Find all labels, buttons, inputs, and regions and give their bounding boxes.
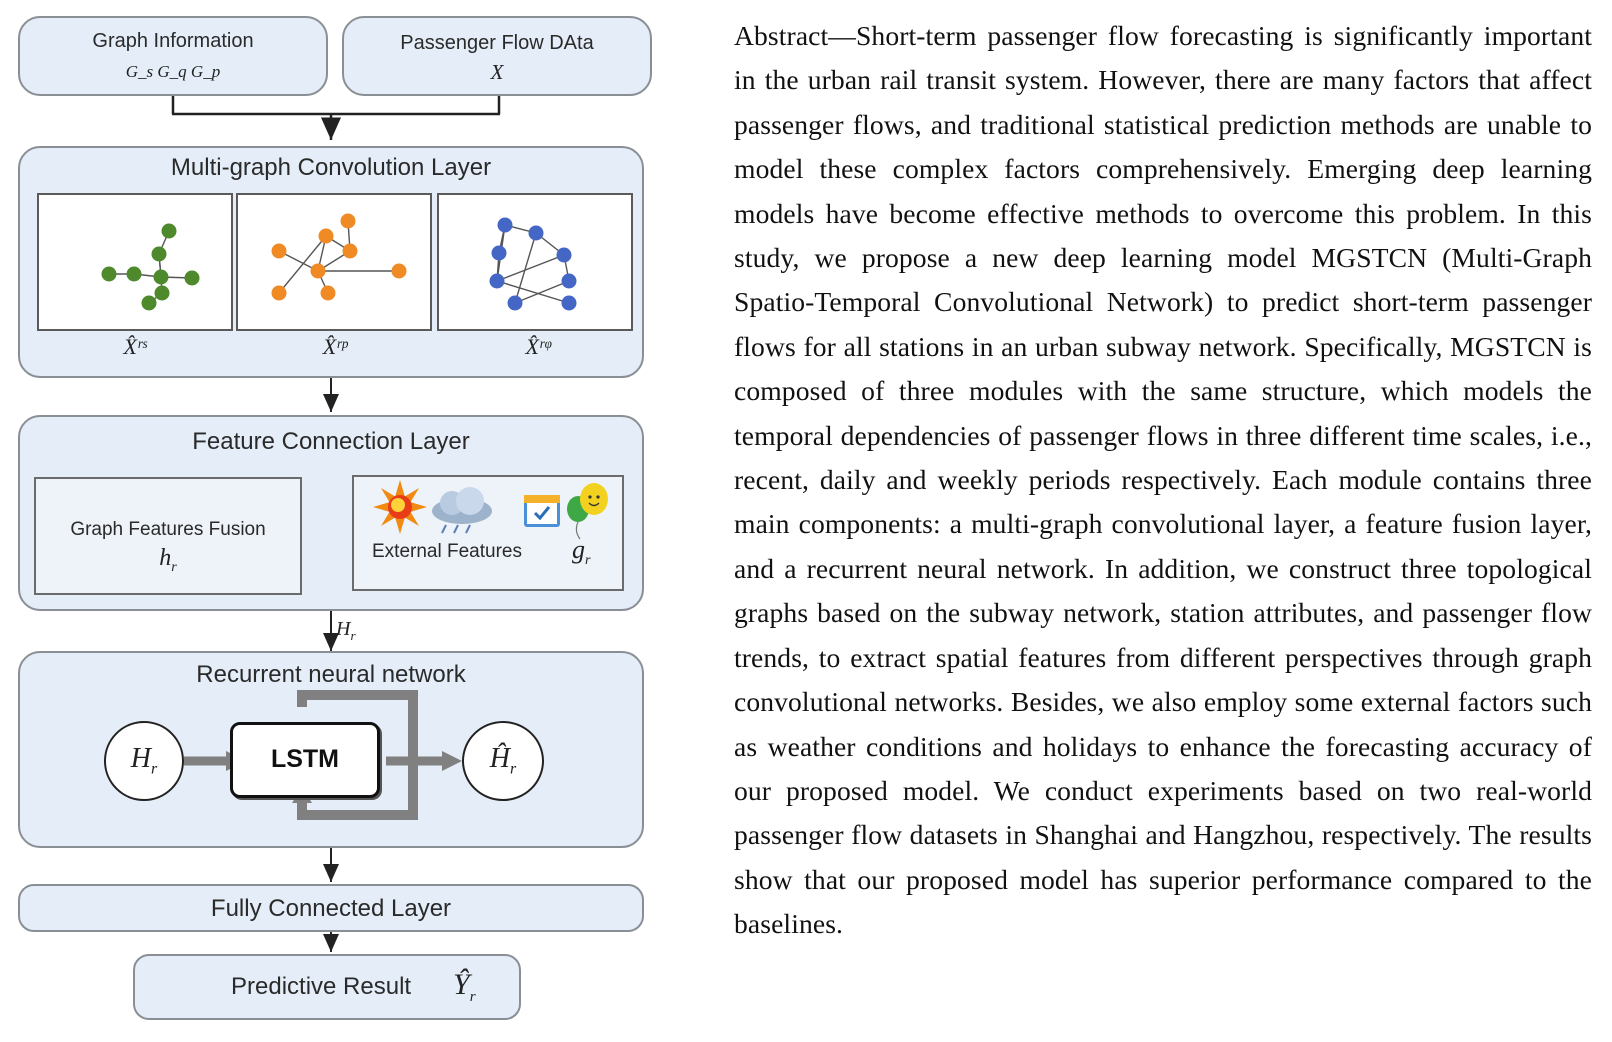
multigraph-convolution-title: Multi-graph Convolution Layer — [170, 154, 492, 181]
balloon-icon — [567, 483, 608, 540]
graph-label-p: X̂ʳᵖ — [322, 334, 348, 359]
graph-panel-s — [37, 193, 233, 331]
fully-connected-layer: Fully Connected Layer — [18, 884, 644, 932]
graph-node — [342, 243, 358, 259]
external-features-title: External Features — [372, 541, 522, 562]
graph-label-q: X̂ʳᵠ — [525, 334, 551, 359]
graph-edge — [514, 232, 537, 304]
lstm-label: LSTM — [270, 745, 340, 773]
graph-panel-p — [236, 193, 432, 331]
recurrent-neural-network-title: Recurrent neural network — [196, 661, 466, 688]
connector-layer — [171, 96, 501, 952]
abstract-text: Abstract—Short-term passenger flow forec… — [734, 20, 1592, 940]
graph-information-graphs: G_s G_q G_p — [125, 62, 221, 81]
fully-connected-title: Fully Connected Layer — [210, 895, 452, 922]
graph-node — [489, 273, 505, 289]
graph-node — [561, 273, 577, 289]
graph-node — [310, 263, 326, 279]
graph-node — [161, 223, 177, 239]
passenger-flow-data-title: Passenger Flow DAta — [400, 32, 594, 54]
lstm-recurrent-loop — [297, 690, 418, 820]
predictive-result-box: Predictive Result Ŷr — [133, 954, 521, 1020]
graph-features-fusion-box: Graph Features Fusion hr — [34, 477, 302, 595]
calendar-icon — [524, 495, 560, 527]
external-icons — [373, 480, 608, 540]
graph-label-s: X̂ʳˢ — [123, 334, 147, 359]
feature-connection-title: Feature Connection Layer — [192, 428, 470, 455]
lstm-cell: LSTM — [230, 722, 380, 798]
graph-node — [491, 245, 507, 261]
rnn-input-node: Hr — [104, 721, 184, 801]
graph-node — [101, 266, 117, 282]
graph-node — [184, 270, 200, 286]
rnn-output-node: Ĥr — [462, 721, 544, 801]
passenger-flow-data-symbol: X — [490, 60, 504, 84]
external-features-symbol: gr — [572, 535, 591, 569]
graph-edge — [496, 254, 565, 282]
recurrent-neural-network-layer: Recurrent neural network Hr LSTM Ĥr — [18, 651, 644, 848]
external-features-box: External Features gr — [352, 475, 624, 591]
graph-node — [151, 246, 167, 262]
graph-node — [507, 295, 523, 311]
feature-connection-layer: Feature Connection Layer Graph Features … — [18, 415, 644, 611]
graph-information-box: Graph Information G_s G_q G_p — [18, 16, 328, 96]
graph-node — [271, 243, 287, 259]
graph-node — [153, 269, 169, 285]
graph-information-title: Graph Information — [92, 30, 254, 52]
graph-node — [320, 285, 336, 301]
graph-node — [271, 285, 287, 301]
cloud-icon — [432, 487, 492, 534]
predictive-result-title: Predictive Result — [231, 973, 412, 1000]
predictive-result-symbol: Ŷr — [453, 968, 476, 1005]
edge-label-h: Hr — [336, 618, 356, 643]
multigraph-convolution-layer: Multi-graph Convolution Layer X̂ʳˢ X̂ʳᵖ … — [18, 146, 644, 378]
graph-node — [528, 225, 544, 241]
graph-node — [141, 295, 157, 311]
graph-edge — [496, 280, 570, 304]
input-merge-connector — [171, 96, 501, 140]
graph-edge — [514, 280, 570, 304]
graph-node — [318, 228, 334, 244]
graph-node — [561, 295, 577, 311]
graph-node — [126, 266, 142, 282]
graph-panel-q — [437, 193, 633, 331]
graph-features-fusion-symbol: hr — [159, 545, 177, 575]
graph-node — [556, 247, 572, 263]
graph-node — [497, 217, 513, 233]
graph-node — [391, 263, 407, 279]
sun-icon — [373, 480, 427, 534]
graph-node — [154, 285, 170, 301]
passenger-flow-data-box: Passenger Flow DAta X — [342, 16, 652, 96]
graph-node — [340, 213, 356, 229]
graph-features-fusion-title: Graph Features Fusion — [70, 519, 266, 540]
graph-edge — [278, 235, 327, 294]
